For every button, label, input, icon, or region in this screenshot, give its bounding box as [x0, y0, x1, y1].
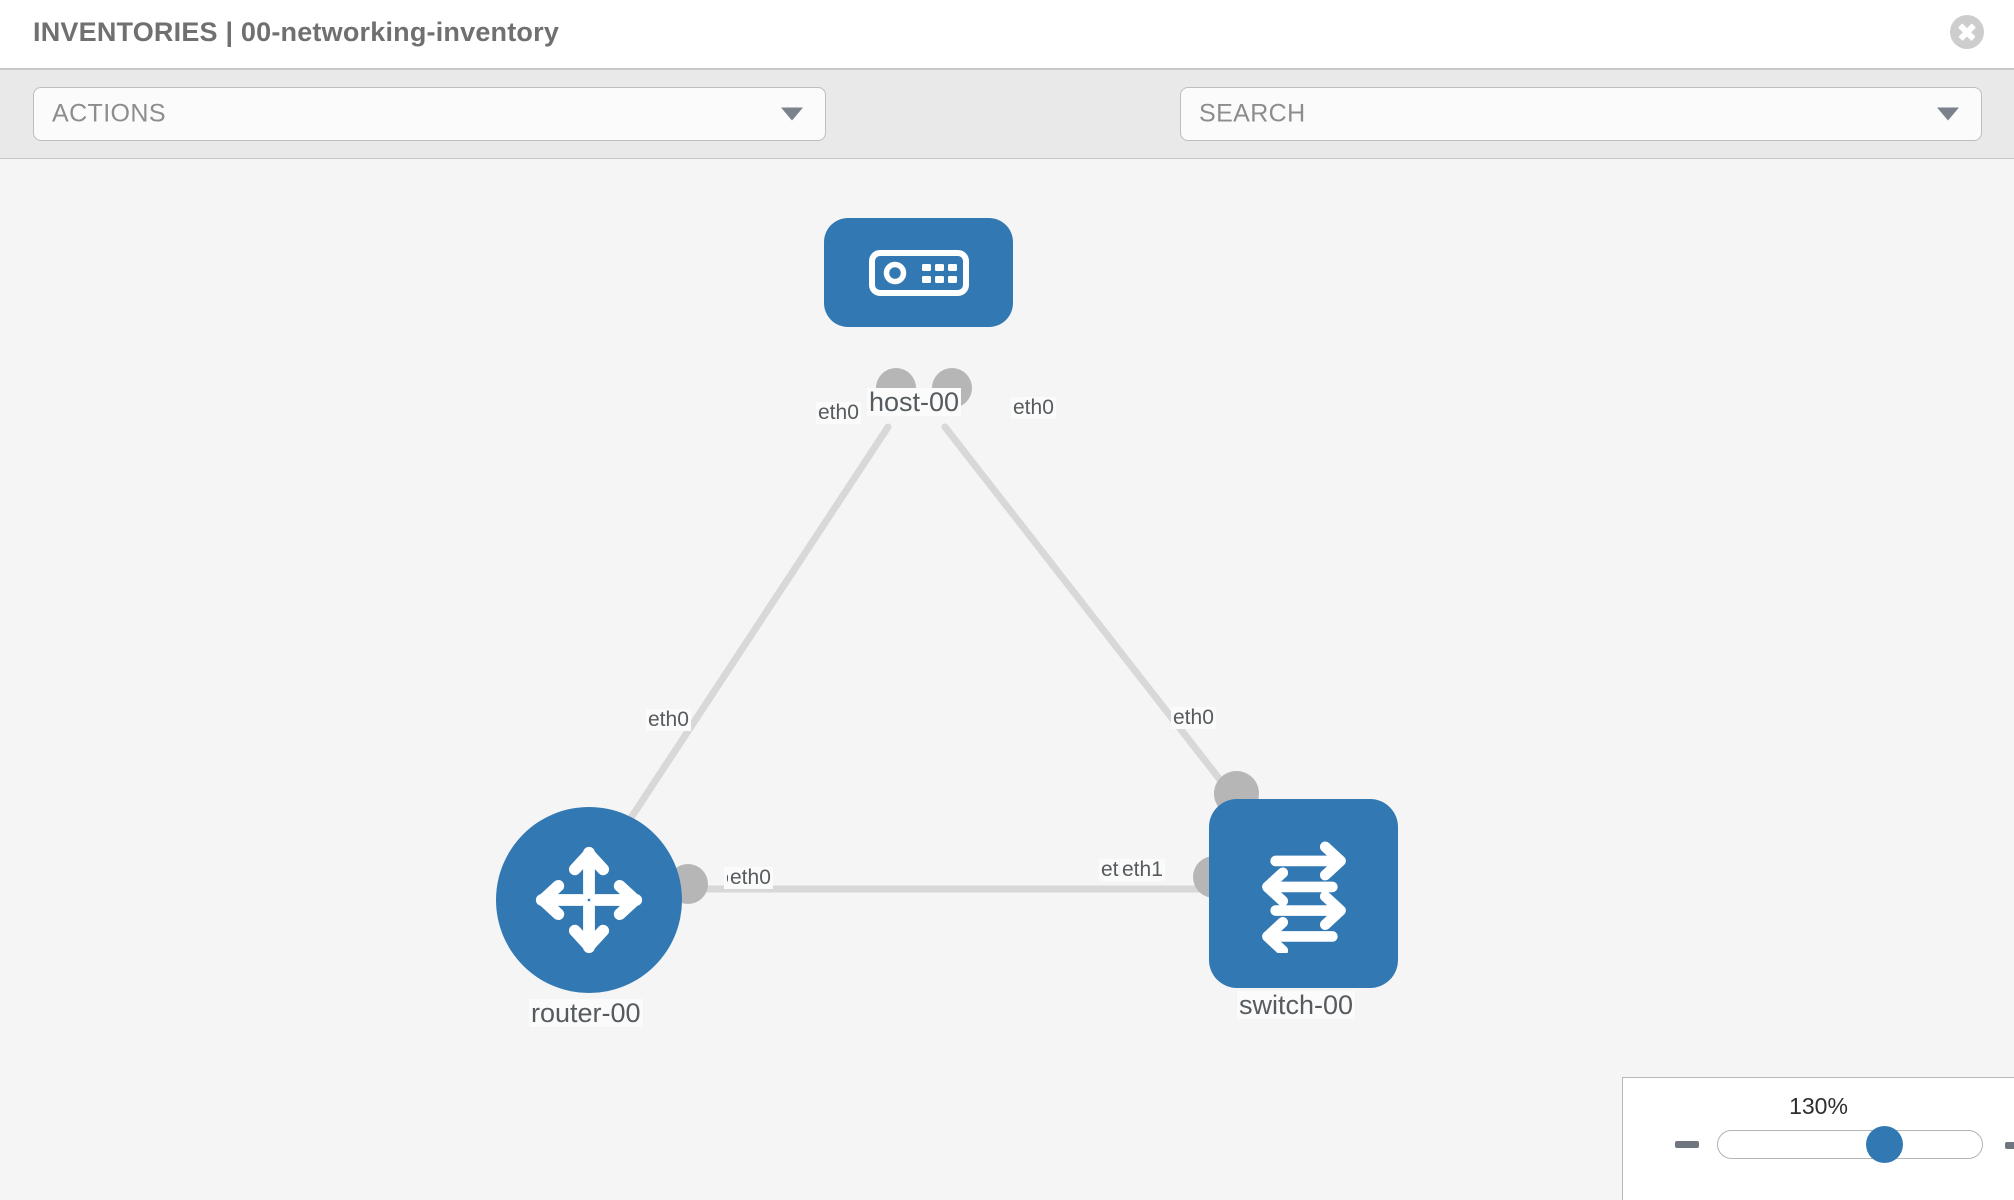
zoom-control-panel: 130%: [1622, 1077, 2014, 1200]
node-label-switch-00: switch-00: [1237, 990, 1356, 1020]
node-host-00-shape[interactable]: [824, 218, 1013, 327]
chevron-down-icon: [781, 107, 803, 121]
edge-host-switch: [941, 423, 1239, 803]
toolbar: ACTIONS SEARCH: [0, 70, 2014, 198]
zoom-slider-thumb[interactable]: [1865, 1126, 1903, 1163]
port-label-switch-left-b: eth1: [1120, 858, 1165, 882]
plus-icon-bar-h: [2005, 1141, 2014, 1149]
page-header: INVENTORIES | 00-networking-inventory: [0, 0, 2014, 70]
chevron-down-icon: [1937, 107, 1959, 121]
actions-dropdown-label: ACTIONS: [52, 99, 166, 128]
topology-canvas[interactable]: eth0 host-00 eth0: [0, 159, 2014, 1200]
node-label-host-00: host-00: [867, 387, 962, 417]
port-label-router-top: eth0: [646, 708, 691, 732]
close-icon[interactable]: [1950, 15, 1984, 49]
edge-host-router: [596, 423, 892, 869]
search-input[interactable]: SEARCH: [1180, 87, 1982, 141]
port-label-host-left: eth0: [816, 401, 861, 425]
actions-dropdown[interactable]: ACTIONS: [33, 87, 826, 141]
edge-label-router-switch: eth0: [728, 866, 773, 890]
node-router-00-shape[interactable]: [496, 807, 682, 993]
plus-icon[interactable]: [2005, 1130, 2014, 1160]
search-placeholder: SEARCH: [1199, 99, 1306, 128]
minus-icon[interactable]: [1675, 1141, 1699, 1148]
node-switch-00-shape[interactable]: [1209, 799, 1398, 988]
topology-edges: [596, 423, 1239, 893]
port-label-host-right: eth0: [1011, 396, 1056, 420]
node-label-router-00: router-00: [529, 998, 643, 1028]
zoom-percent-label: 130%: [1789, 1093, 1848, 1119]
port-label-switch-top: eth0: [1171, 706, 1216, 730]
zoom-slider[interactable]: [1717, 1126, 1983, 1163]
switch-arrows-icon: [1261, 840, 1346, 953]
page-title: INVENTORIES | 00-networking-inventory: [33, 17, 560, 47]
router-arrows-icon: [535, 846, 643, 954]
server-icon: [868, 249, 969, 296]
